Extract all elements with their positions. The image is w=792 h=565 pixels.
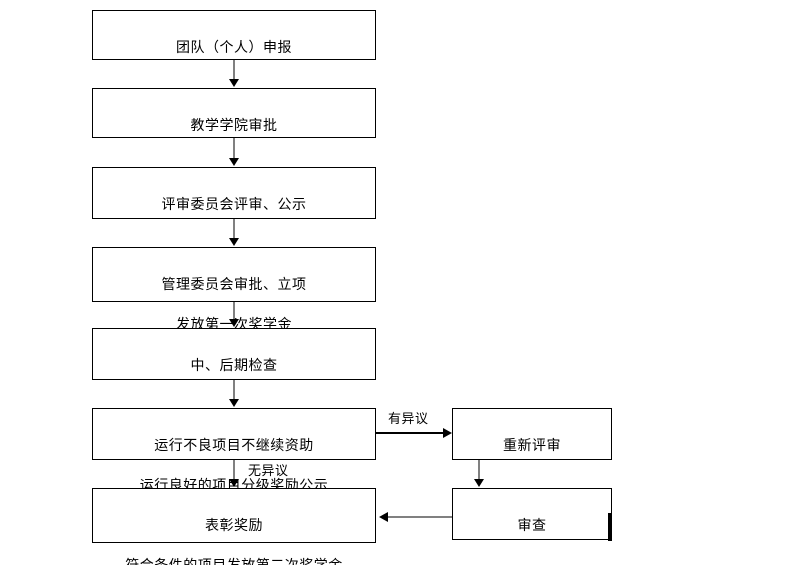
node-award-commendation-label-line2: 符合条件的项目发放第二次奖学金: [93, 556, 375, 565]
node-examine-right-edge-marker: [608, 513, 612, 541]
node-examine[interactable]: 审查: [452, 488, 612, 540]
node-review-committee[interactable]: 评审委员会评审、公示: [92, 167, 376, 219]
node-review-committee-label: 评审委员会评审、公示: [161, 197, 307, 213]
node-rereview-label: 重新评审: [503, 438, 561, 454]
node-college-approval-label: 教学学院审批: [190, 118, 278, 134]
node-rereview[interactable]: 重新评审: [452, 408, 612, 460]
connector-grading-to-award-arrowhead: [229, 479, 239, 487]
connector-inspection-to-grading: [233, 380, 235, 400]
connector-rereview-to-examine-arrowhead: [474, 479, 484, 487]
connector-grading-to-award: [233, 460, 235, 480]
connector-rereview-to-examine: [478, 460, 480, 480]
connector-application-to-college: [233, 60, 235, 80]
connector-examine-to-award-arrowhead: [379, 512, 388, 522]
connector-grading-to-rereview-arrowhead: [443, 428, 452, 438]
node-college-approval[interactable]: 教学学院审批: [92, 88, 376, 138]
edge-label-objection: 有异议: [388, 412, 429, 427]
connector-examine-to-award: [388, 516, 452, 518]
connector-management-to-inspection: [233, 302, 235, 320]
node-management-approval-label-line1: 管理委员会审批、立项: [161, 277, 307, 293]
connector-grading-to-rereview: [376, 432, 444, 434]
node-application[interactable]: 团队（个人）申报: [92, 10, 376, 60]
connector-college-to-review: [233, 138, 235, 159]
node-award-commendation-label-line1: 表彰奖励: [205, 518, 263, 534]
node-midterm-inspection-label: 中、后期检查: [190, 358, 278, 374]
node-grading-notice-label-line1: 运行不良项目不继续资助: [154, 438, 314, 454]
connector-college-to-review-arrowhead: [229, 158, 239, 166]
connector-application-to-college-arrowhead: [229, 79, 239, 87]
node-application-label: 团队（个人）申报: [176, 40, 292, 56]
connector-management-to-inspection-arrowhead: [229, 319, 239, 327]
connector-inspection-to-grading-arrowhead: [229, 399, 239, 407]
node-management-approval[interactable]: 管理委员会审批、立项 发放第一次奖学金: [92, 247, 376, 333]
node-grading-notice[interactable]: 运行不良项目不继续资助 运行良好的项目分级奖励公示: [92, 408, 376, 494]
edge-label-no-objection: 无异议: [248, 464, 289, 479]
node-midterm-inspection[interactable]: 中、后期检查: [92, 328, 376, 380]
connector-review-to-management-arrowhead: [229, 238, 239, 246]
node-award-commendation[interactable]: 表彰奖励 符合条件的项目发放第二次奖学金: [92, 488, 376, 565]
connector-review-to-management: [233, 219, 235, 239]
node-examine-label: 审查: [517, 518, 547, 534]
